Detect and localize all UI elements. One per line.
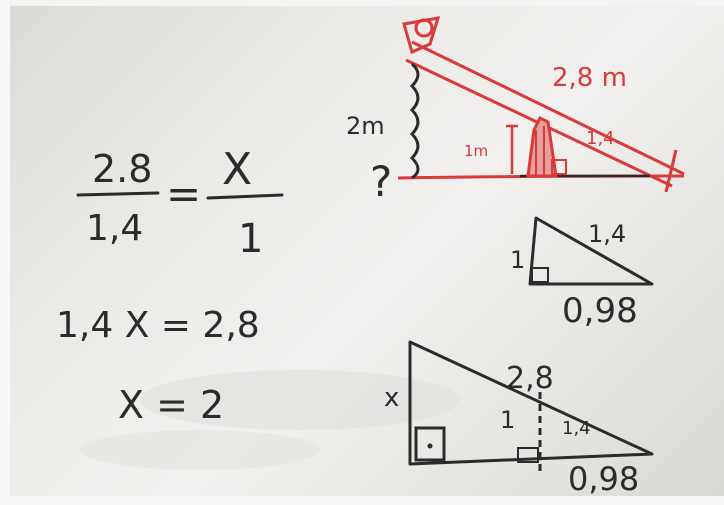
height-brace	[409, 62, 420, 180]
board-frame-top	[0, 0, 724, 6]
equals-sign: =	[166, 169, 201, 218]
fraction-right-denominator: 1	[238, 216, 263, 262]
small-right-angle	[531, 267, 549, 283]
smudge	[140, 370, 460, 430]
big-base-label: 0,98	[568, 460, 639, 498]
result-line: X = 2	[118, 383, 224, 427]
big-hyp-label: 2,8	[506, 361, 554, 396]
smudge	[80, 430, 320, 470]
fraction-left-bar	[76, 191, 160, 197]
board-frame-bottom	[0, 496, 724, 505]
unknown-mark: ?	[370, 157, 392, 206]
height-label: 2m	[346, 112, 385, 140]
proportion-equation: 2.8 1,4 = X 1	[76, 144, 284, 262]
small-triangle-shape	[528, 216, 654, 286]
small-triangle: 1,4 1 0,98	[510, 216, 654, 331]
height-annotation: 2m ?	[346, 62, 420, 206]
angle-dot	[427, 443, 433, 449]
length-top-label: 2,8 m	[552, 63, 627, 93]
fraction-left-denominator: 1,4	[86, 208, 143, 249]
person-head	[414, 18, 434, 38]
end-tick	[664, 149, 678, 193]
big-triangle: x 2,8 1 1,4 0,98	[384, 340, 654, 498]
equation-line-2: 1,4 X = 2,8	[56, 305, 260, 346]
red-sketch: 1m 2,8 m 1,4	[397, 16, 685, 193]
small-triangle-leg: 1	[510, 246, 525, 274]
small-triangle-hyp: 1,4	[588, 220, 626, 248]
big-right-angle	[414, 426, 446, 462]
fraction-right-numerator: X	[222, 144, 252, 195]
inner-right-angle	[517, 447, 539, 463]
right-angle-mark	[551, 159, 567, 175]
big-leg-x: x	[384, 383, 399, 413]
fraction-right-bar	[206, 193, 284, 200]
board-frame-left	[0, 0, 10, 505]
small-height-label: 1m	[464, 142, 488, 160]
segment-label: 1,4	[586, 128, 615, 149]
inner-hyp-label: 1,4	[562, 418, 591, 439]
fraction-left-numerator: 2.8	[92, 147, 152, 191]
hypotenuse-line	[411, 40, 685, 176]
inner-leg-label: 1	[500, 406, 515, 434]
small-triangle-base: 0,98	[562, 291, 638, 331]
